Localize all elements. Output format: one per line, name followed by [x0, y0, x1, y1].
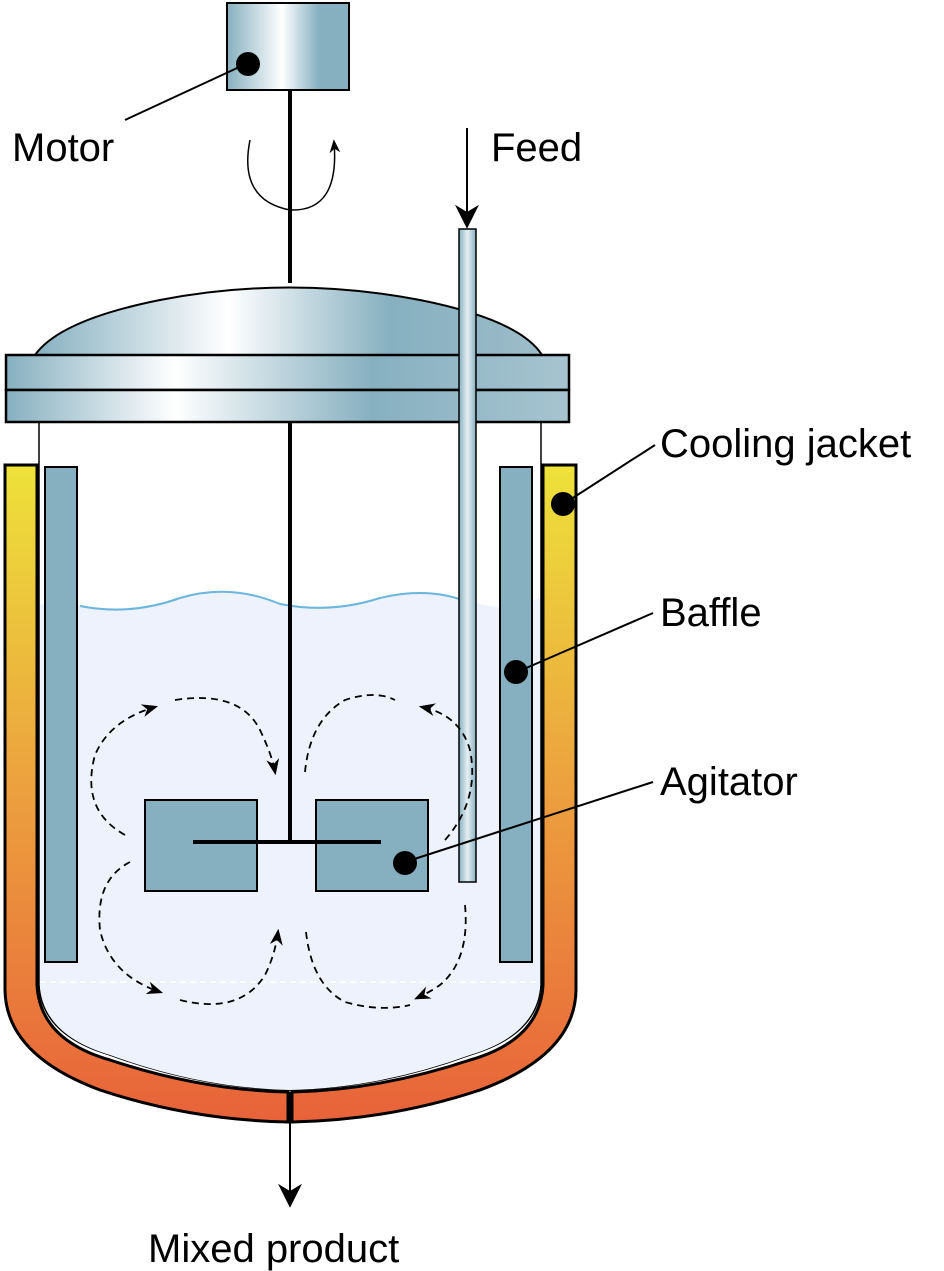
label-cooling-jacket: Cooling jacket: [660, 422, 911, 466]
baffle-dot: [504, 660, 528, 684]
agitator-impeller: [144, 799, 429, 892]
feed-pipe: [458, 228, 477, 883]
motor-box: [226, 2, 350, 91]
cooling-jacket: [3, 463, 578, 1124]
flow-arrows: [90, 694, 474, 1009]
callouts: [124, 52, 656, 875]
label-motor: Motor: [12, 126, 114, 170]
motor-dot: [236, 52, 260, 76]
cooling-jacket-dot: [551, 492, 575, 516]
label-agitator: Agitator: [660, 760, 798, 804]
rotation-arrow-icon: [247, 139, 341, 211]
label-feed: Feed: [491, 126, 582, 170]
label-mixed-product: Mixed product: [148, 1227, 399, 1271]
baffle-right: [499, 466, 533, 963]
label-baffle: Baffle: [660, 591, 762, 635]
baffle-left: [44, 466, 78, 963]
lid: [4, 286, 571, 424]
agitator-dot: [393, 851, 417, 875]
